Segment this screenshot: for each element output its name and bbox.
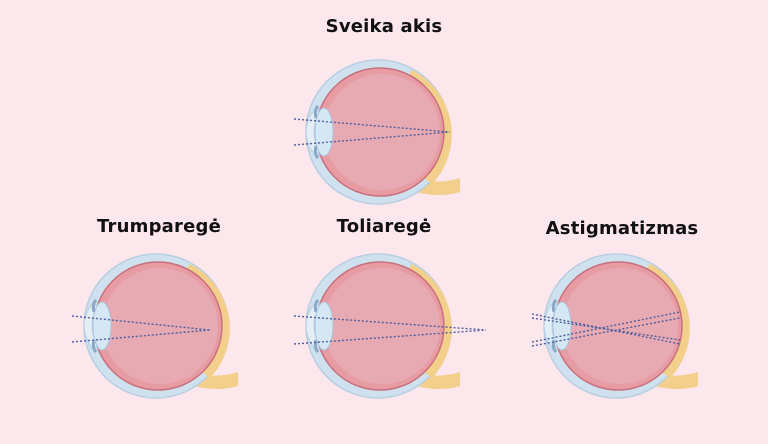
- astigmatism-light-rays: [531, 311, 681, 347]
- healthy-eye-title: Sveika akis: [325, 16, 443, 37]
- iris-bottom: [313, 145, 320, 160]
- iris-bottom: [551, 339, 558, 354]
- myopia-eye-icon: [71, 253, 238, 399]
- lens: [314, 107, 334, 157]
- vitreous: [562, 268, 678, 384]
- retina-band: [186, 264, 230, 378]
- iris-top: [91, 298, 98, 313]
- light-ray: [293, 329, 487, 345]
- retina-band: [408, 264, 452, 378]
- hyperopia-light-rays: [293, 315, 487, 345]
- vitreous: [324, 74, 440, 190]
- light-ray: [71, 329, 211, 343]
- iris-top: [313, 104, 320, 119]
- astigmatism-eye-icon: [531, 253, 698, 399]
- light-ray: [293, 315, 487, 331]
- myopia-light-rays: [71, 315, 211, 343]
- light-ray: [531, 311, 681, 343]
- light-ray: [531, 317, 681, 341]
- vitreous: [102, 268, 218, 384]
- iris-bottom: [91, 339, 98, 354]
- vitreous: [324, 268, 440, 384]
- hyperopia-title: Toliaregė: [336, 216, 432, 237]
- healthy-eye-icon: [293, 59, 460, 205]
- retina-band: [408, 70, 452, 184]
- iris-top: [313, 298, 320, 313]
- lens: [314, 301, 334, 351]
- light-ray: [531, 313, 681, 345]
- light-ray: [531, 317, 681, 347]
- myopia-title: Trumparegė: [97, 216, 221, 237]
- iris-bottom: [313, 339, 320, 354]
- hyperopia-eye-icon: [293, 253, 487, 399]
- iris-top: [551, 298, 558, 313]
- light-ray: [71, 315, 211, 331]
- retina-band: [646, 264, 690, 378]
- lens: [92, 301, 112, 351]
- astigmatism-title: Astigmatizmas: [545, 218, 699, 239]
- lens: [552, 301, 572, 351]
